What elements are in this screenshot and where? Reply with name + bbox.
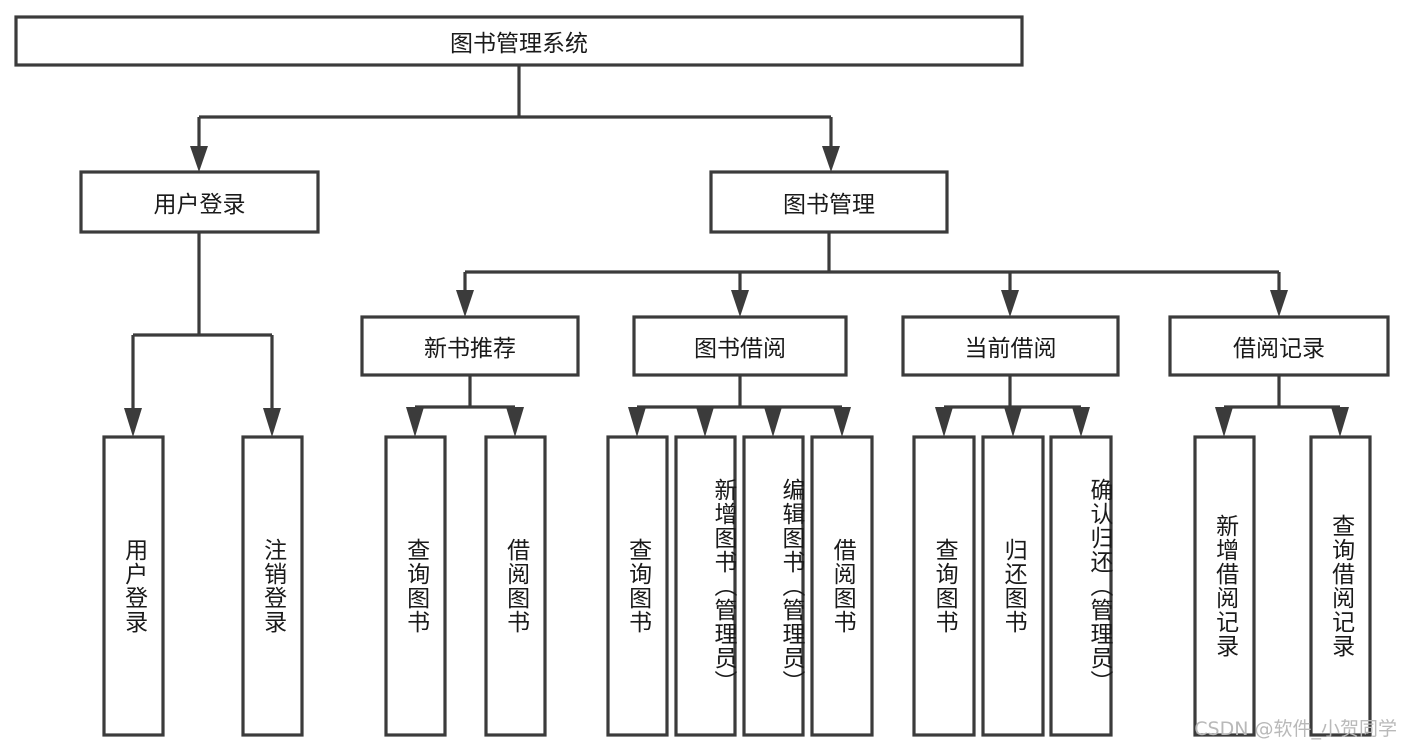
arrow-to-leaf-confirm-return [1072,407,1090,437]
arrow-to-borrow-record [1270,290,1288,317]
node-box-book-management[interactable] [709,170,949,234]
node-box-leaf-borrow-book-new[interactable] [484,435,547,737]
arrow-to-new-book-recommend [456,290,474,317]
arrow-to-leaf-query-book-current [935,407,953,437]
node-box-new-book-recommend[interactable] [360,315,580,377]
arrow-to-book-borrow [731,290,749,317]
node-box-leaf-query-borrow-record[interactable] [1309,435,1372,737]
arrow-to-leaf-borrow-book [833,407,851,437]
arrow-to-leaf-borrow-book-new [506,407,524,437]
node-box-leaf-edit-book[interactable] [742,435,805,737]
node-box-leaf-add-borrow-record[interactable] [1193,435,1256,737]
node-box-current-borrow[interactable] [901,315,1120,377]
node-box-leaf-return-book[interactable] [981,435,1045,737]
arrow-to-current-borrow [1001,290,1019,317]
arrow-to-leaf-edit-book [764,407,782,437]
node-box-leaf-user-login[interactable] [102,435,165,737]
arrow-to-user-login [190,146,208,172]
node-box-leaf-query-book-new[interactable] [384,435,447,737]
arrow-to-leaf-add-borrow-record [1215,407,1233,437]
arrow-to-leaf-query-borrow-record [1331,407,1349,437]
arrow-to-leaf-return-book [1004,407,1022,437]
node-box-leaf-confirm-return[interactable] [1049,435,1113,737]
arrow-to-leaf-add-book [696,407,714,437]
node-box-layer [14,15,1390,737]
node-box-leaf-logout[interactable] [241,435,304,737]
node-box-borrow-record[interactable] [1168,315,1390,377]
arrow-to-leaf-query-book-new [406,407,424,437]
node-box-user-login[interactable] [79,170,320,234]
arrow-to-leaf-logout [263,408,281,437]
node-box-leaf-borrow-book[interactable] [810,435,874,737]
node-box-root[interactable] [14,15,1024,67]
arrow-to-book-management [822,146,840,172]
node-box-leaf-query-book-current[interactable] [912,435,976,737]
connector-layer [124,65,1349,437]
node-box-book-borrow[interactable] [632,315,848,377]
arrow-to-leaf-query-book-borrow [628,407,646,437]
arrow-to-leaf-user-login [124,408,142,437]
node-box-leaf-query-book-borrow[interactable] [606,435,669,737]
node-box-leaf-add-book[interactable] [674,435,737,737]
